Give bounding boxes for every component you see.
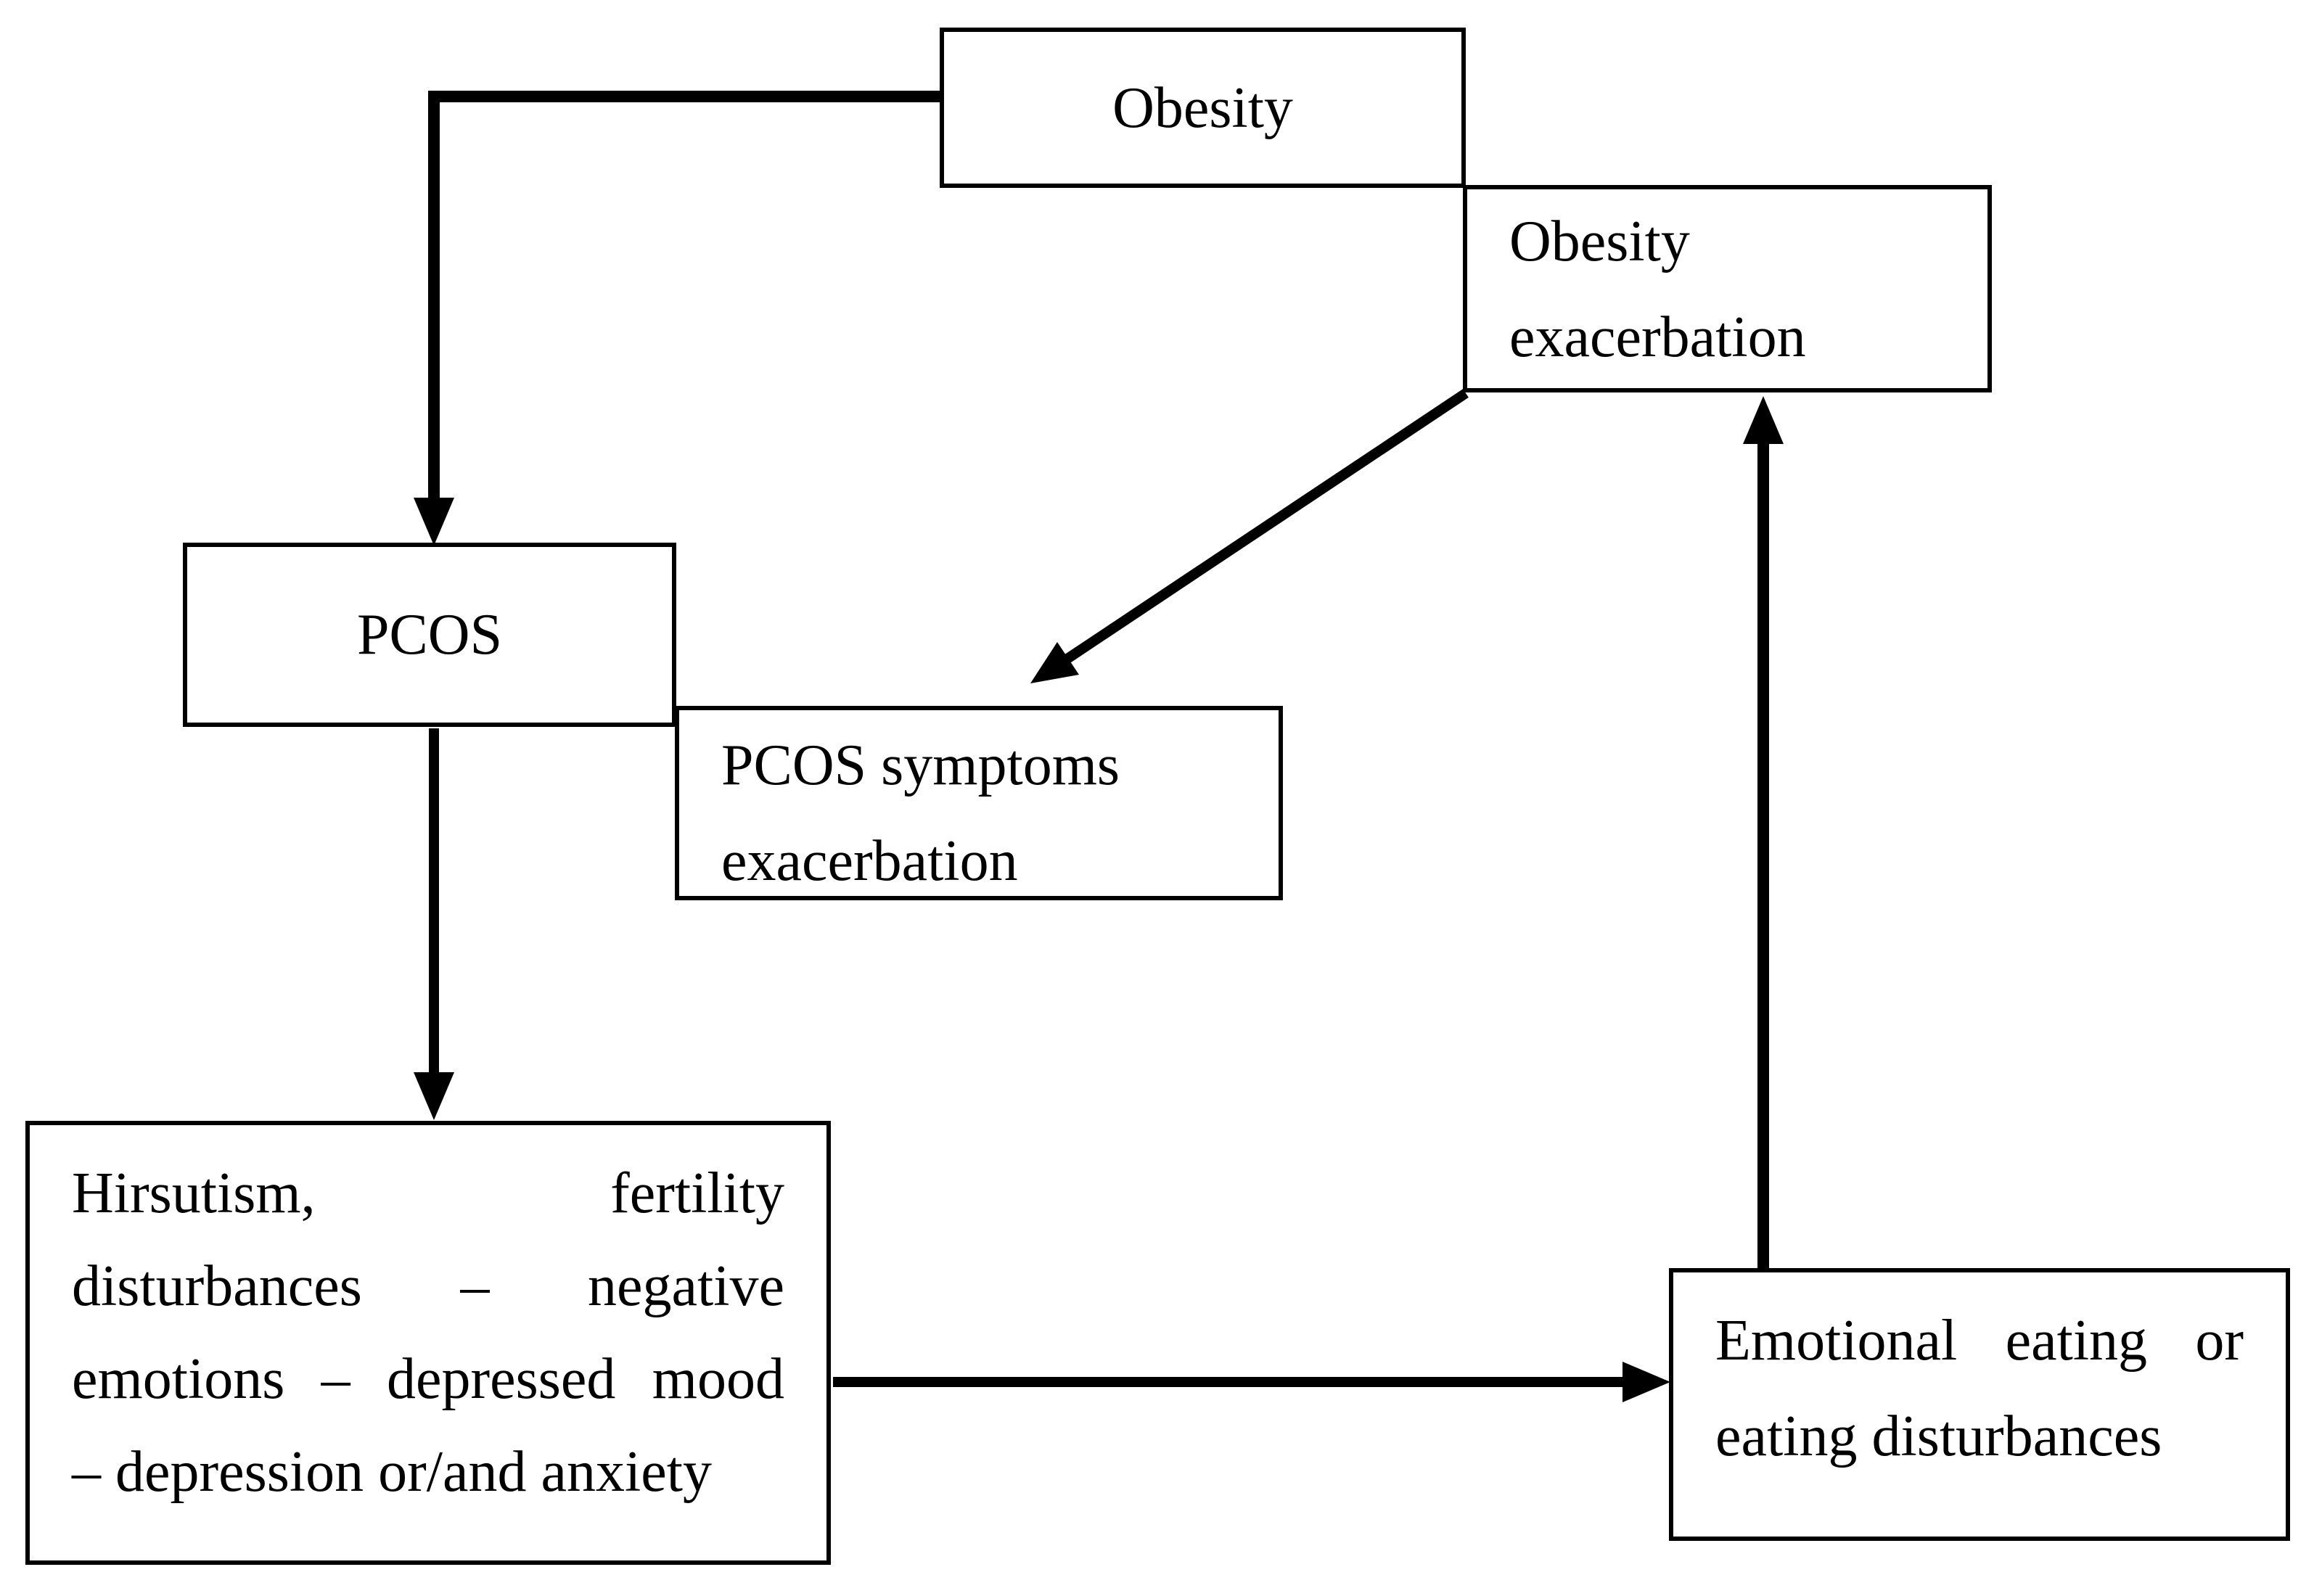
node-pcos-consequences-line: Hirsutism, fertility: [72, 1161, 784, 1225]
node-pcos-symptoms-line: exacerbation: [721, 829, 1018, 893]
edge-consequences-to-emotional-eating-arrow: [833, 1362, 1670, 1402]
edge-obesity-exacerbation-to-pcos-symptoms-arrow: [1030, 389, 1469, 683]
node-pcos: PCOS: [183, 543, 676, 727]
node-pcos-consequences-line: – depression or/and anxiety: [72, 1440, 712, 1504]
node-pcos-label: PCOS: [356, 603, 503, 667]
node-pcos-consequences: Hirsutism, fertility disturbances – nega…: [25, 1121, 831, 1565]
node-pcos-symptoms-line: PCOS symptoms: [721, 733, 1120, 797]
node-obesity-exacerbation: Obesity exacerbation: [1463, 185, 1992, 392]
node-emotional-eating-line: Emotional eating or: [1715, 1309, 2244, 1373]
node-obesity-exacerbation-line: exacerbation: [1509, 305, 1806, 369]
node-pcos-consequences-line: disturbances – negative: [72, 1254, 784, 1318]
node-obesity: Obesity: [940, 28, 1466, 188]
edge-obesity-to-pcos-arrow: [414, 91, 940, 546]
edge-pcos-to-consequences-arrow: [414, 728, 454, 1120]
node-emotional-eating-line: eating disturbances: [1715, 1404, 2162, 1468]
node-emotional-eating: Emotional eating or eating disturbances: [1669, 1268, 2290, 1541]
node-pcos-symptoms-exacerbation: PCOS symptoms exacerbation: [675, 706, 1283, 900]
node-obesity-label: Obesity: [1112, 75, 1293, 140]
edge-emotional-eating-to-obesity-exacerbation-arrow: [1743, 396, 1784, 1270]
node-obesity-exacerbation-line: Obesity: [1509, 210, 1690, 273]
node-pcos-consequences-line: emotions – depressed mood: [72, 1347, 784, 1411]
